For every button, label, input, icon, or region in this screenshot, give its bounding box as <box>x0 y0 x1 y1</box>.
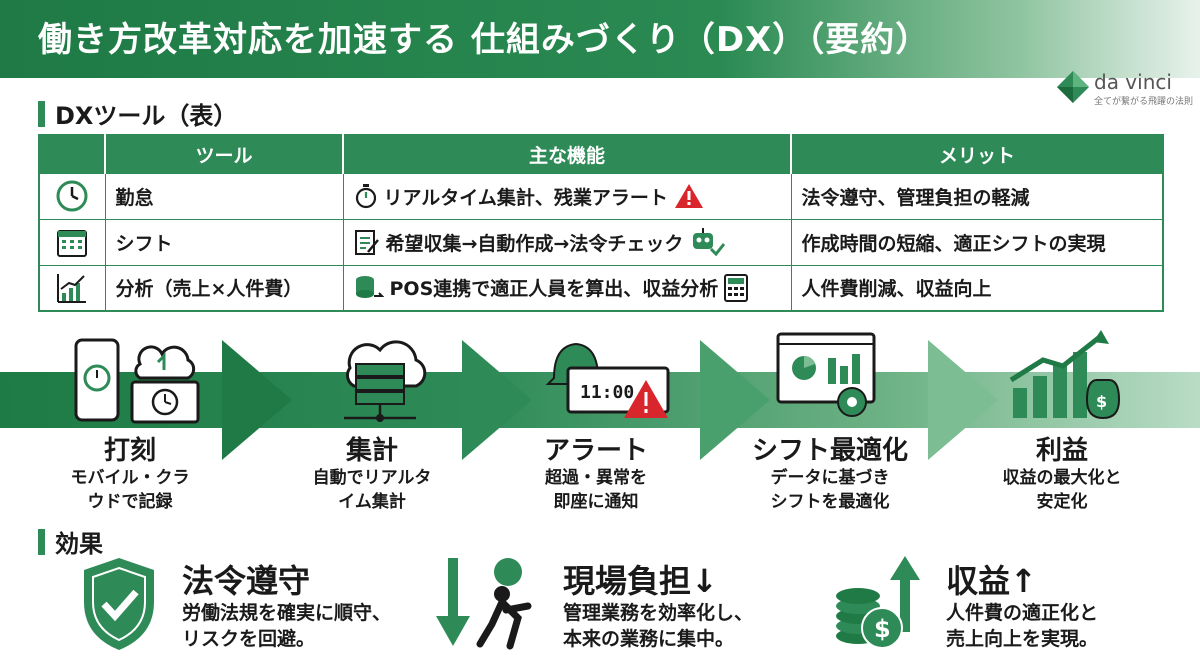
effect-desc: 人件費の適正化と 売上向上を実現。 <box>946 600 1098 652</box>
flow-step-desc-line: 自動でリアルタ <box>312 468 432 488</box>
section-accent-bar <box>38 528 45 555</box>
effect-desc-line: 人件費の適正化と <box>946 602 1099 624</box>
flow-arrow-icon <box>700 340 770 460</box>
table-row: 分析（売上×人件費） POS連携で適正人員を算出、収益分析 <box>39 264 1163 311</box>
bar-chart-icon <box>57 273 87 303</box>
brand-logo: da vinci 全てが繋がる飛躍の法則 <box>1056 66 1193 112</box>
flow-step-desc-line: 安定化 <box>1036 492 1088 512</box>
flow-step-label: シフト最適化 <box>751 436 908 466</box>
effect-title: 収益↑ <box>946 562 1037 600</box>
flow-step-desc-line: 収益の最大化と <box>1002 468 1122 488</box>
effects-section-heading: 効果 <box>38 524 103 559</box>
clipboard-edit-icon <box>354 230 379 255</box>
smartphone-cloud-clock-icon <box>74 338 200 424</box>
header-banner: 働き方改革対応を加速する 仕組みづくり（DX）（要約） <box>0 0 1200 78</box>
flow-step-label: 打刻 <box>103 436 156 466</box>
merit-cell: 法令遵守、管理負担の軽減 <box>791 172 1163 219</box>
bell-alert-icon: 11:00 <box>545 342 670 418</box>
flow-step-desc: 自動でリアルタ イム集計 <box>272 466 472 514</box>
flow-step-desc: 収益の最大化と 安定化 <box>962 466 1162 514</box>
effects-section-title: 効果 <box>55 530 103 558</box>
robot-check-icon <box>693 228 726 257</box>
cloud-server-icon <box>344 340 427 422</box>
table-row: 勤怠 リアルタイム集計、残業アラート 法令遵守、管理負担の軽 <box>39 172 1163 219</box>
function-cell: リアルタイム集計、残業アラート <box>343 172 792 219</box>
flow-step-desc: モバイル・クラ ウドで記録 <box>30 466 230 514</box>
svg-text:$: $ <box>1096 392 1107 411</box>
merit-cell: 人件費削減、収益向上 <box>791 264 1163 311</box>
logo-diamond-icon <box>1057 71 1089 103</box>
table-header-function: 主な機能 <box>343 135 792 173</box>
flow-step-desc-line: イム集計 <box>338 492 406 512</box>
row-icon-cell <box>39 218 106 265</box>
flow-step-desc-line: モバイル・クラ <box>70 468 190 488</box>
table-row: シフト 希望収集→自動作成→法令チェック <box>39 218 1163 265</box>
calendar-icon <box>57 230 88 257</box>
effect-desc-line: 管理業務を効率化し、 <box>563 602 754 624</box>
flow-step-label: 利益 <box>1035 436 1088 466</box>
alert-clock-text: 11:00 <box>580 382 634 403</box>
clock-icon <box>56 180 88 212</box>
tool-name: シフト <box>105 218 344 265</box>
dx-tools-table: ツール 主な機能 メリット 勤怠 <box>38 134 1164 312</box>
effect-title: 現場負担↓ <box>563 562 718 600</box>
page-title: 働き方改革対応を加速する 仕組みづくり（DX）（要約） <box>38 20 931 60</box>
function-text: 希望収集→自動作成→法令チェック <box>385 232 684 255</box>
function-text: リアルタイム集計、残業アラート <box>383 186 668 209</box>
tool-name: 分析（売上×人件費） <box>105 264 344 311</box>
flow-step-desc-line: ウドで記録 <box>87 492 173 512</box>
effect-desc-line: リスクを回避。 <box>182 628 316 650</box>
shield-check-icon <box>84 558 154 650</box>
tool-name: 勤怠 <box>105 172 344 219</box>
effect-desc-line: 売上向上を実現。 <box>946 628 1099 650</box>
flow-step-desc-line: 超過・異常を <box>545 468 647 488</box>
tools-section-title: DXツール（表） <box>55 102 238 130</box>
flow-arrow-icon <box>928 340 998 460</box>
flow-step-label: 集計 <box>345 436 398 466</box>
warning-icon <box>674 184 703 208</box>
row-icon-cell <box>39 264 106 311</box>
logo-name: da vinci <box>1094 70 1172 94</box>
svg-text:$: $ <box>874 615 891 643</box>
table-header-merit: メリット <box>791 135 1163 173</box>
flow-step-label: アラート <box>543 436 648 466</box>
table-header-blank <box>39 135 106 173</box>
function-cell: POS連携で適正人員を算出、収益分析 <box>343 264 792 311</box>
coins-up-icon: $ <box>836 556 920 649</box>
flow-step-desc: データに基づき シフトを最適化 <box>730 466 930 514</box>
effect-desc: 労働法規を確実に順守、 リスクを回避。 <box>182 600 391 652</box>
flow-step-desc-line: シフトを最適化 <box>770 492 890 512</box>
effect-desc: 管理業務を効率化し、 本来の業務に集中。 <box>563 600 753 652</box>
dashboard-gear-icon <box>776 332 876 417</box>
stopwatch-icon <box>355 184 376 209</box>
effect-desc-line: 労働法規を確実に順守、 <box>182 602 392 624</box>
flow-arrow-icon <box>222 340 292 460</box>
merit-cell: 作成時間の短縮、適正シフトの実現 <box>791 218 1163 265</box>
flow-arrow-icon <box>462 340 532 460</box>
burden-down-icon <box>436 558 532 650</box>
section-accent-bar <box>38 100 45 127</box>
function-text: POS連携で適正人員を算出、収益分析 <box>389 278 719 301</box>
function-cell: 希望収集→自動作成→法令チェック <box>343 218 792 265</box>
flow-step-desc-line: 即座に通知 <box>553 492 639 512</box>
table-header-row: ツール 主な機能 メリット <box>39 135 1163 173</box>
tools-section-heading: DXツール（表） <box>38 96 237 131</box>
effect-title: 法令遵守 <box>182 562 311 600</box>
database-sync-icon <box>355 275 384 298</box>
flow-step-desc-line: データに基づき <box>770 468 890 488</box>
flow-step-desc: 超過・異常を 即座に通知 <box>496 466 696 514</box>
profit-growth-icon: $ <box>1009 330 1121 420</box>
effect-desc-line: 本来の業務に集中。 <box>563 628 735 650</box>
calculator-icon <box>724 273 749 302</box>
row-icon-cell <box>39 172 106 219</box>
table-header-tool: ツール <box>105 135 344 173</box>
logo-tagline: 全てが繋がる飛躍の法則 <box>1094 97 1194 107</box>
